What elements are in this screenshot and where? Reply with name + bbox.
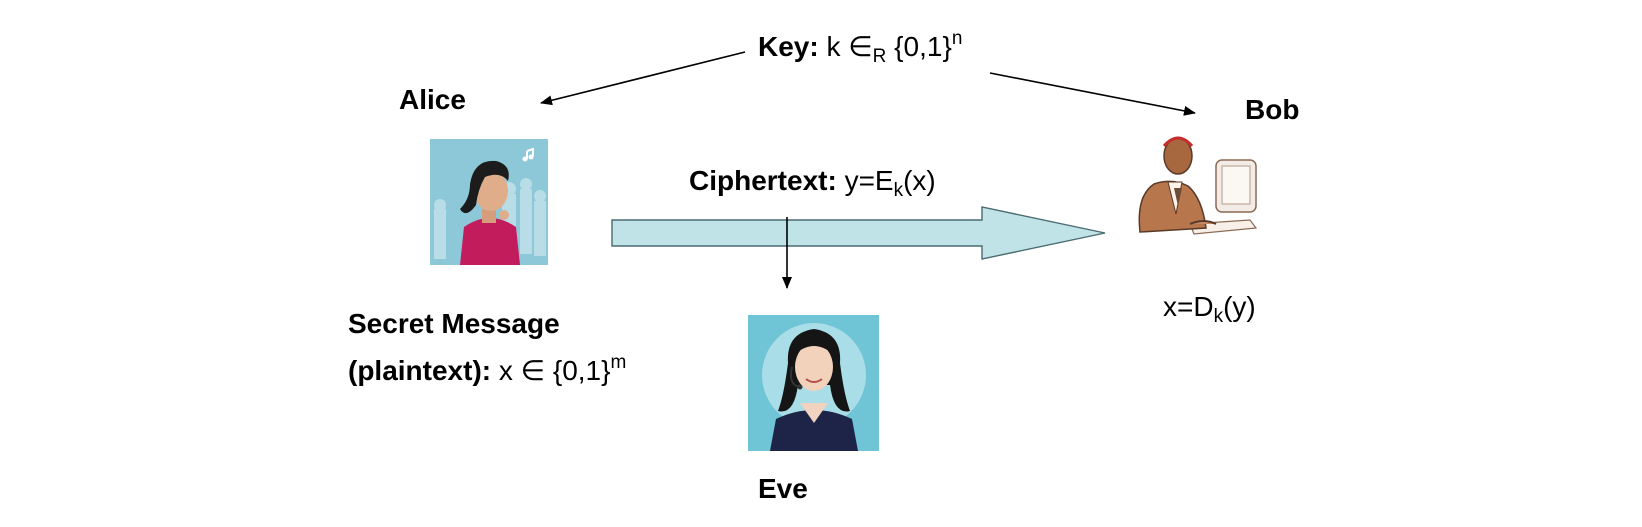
eve-name: Eve (758, 473, 808, 504)
key-label: Key: k ∈R {0,1}n (758, 28, 963, 67)
message-expression: (plaintext): x ∈ {0,1}m (348, 352, 627, 386)
ciphertext-channel-arrow (611, 206, 1106, 260)
bob-illustration (1138, 136, 1258, 235)
decryption-expression: x=Dk(y) (1163, 291, 1256, 327)
eve-illustration (748, 315, 879, 451)
alice-illustration (430, 139, 548, 265)
bob-name: Bob (1245, 94, 1300, 125)
ciphertext-label: Ciphertext: y=Ek(x) (689, 165, 936, 201)
key-to-bob-arrow (989, 72, 1196, 116)
alice-name: Alice (399, 84, 466, 115)
key-to-alice-arrow (540, 51, 746, 106)
message-title: Secret Message (348, 308, 560, 339)
